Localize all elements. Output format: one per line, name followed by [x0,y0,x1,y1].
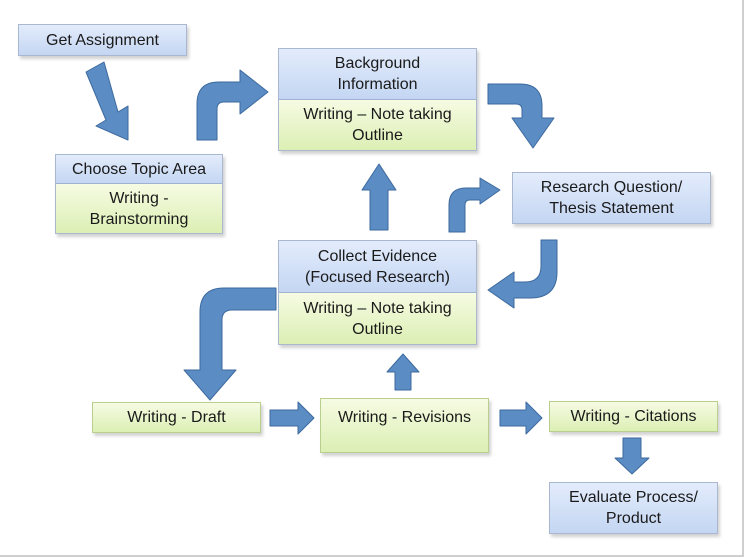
node-title: Evaluate Process/ Product [550,483,717,533]
node-title: Choose Topic Area [56,155,222,183]
node-subtitle: Writing - Brainstorming [56,183,222,233]
node-get-assignment: Get Assignment [18,24,187,56]
arrow-evidence-to-question [448,177,501,233]
node-writing-draft: Writing - Draft [92,402,261,433]
node-subtitle: Writing – Note taking Outline [279,99,476,150]
node-research-question: Research Question/ Thesis Statement [512,172,711,224]
arrow-background-to-question [487,83,555,149]
node-title: Research Question/ Thesis Statement [513,173,710,223]
node-title: Get Assignment [19,25,186,55]
arrow-evidence-to-draft [183,287,277,401]
node-background-information: Background Information Writing – Note ta… [278,48,477,151]
arrow-topic-to-background [196,69,269,141]
node-writing-citations: Writing - Citations [549,401,718,432]
node-collect-evidence: Collect Evidence (Focused Research) Writ… [278,240,477,345]
arrow-assignment-to-topic [85,61,129,141]
node-title: Writing - Citations [550,402,717,431]
node-title: Writing - Draft [93,403,260,432]
node-subtitle: Writing – Note taking Outline [279,292,476,344]
node-evaluate: Evaluate Process/ Product [549,482,718,534]
node-title: Collect Evidence (Focused Research) [279,241,476,292]
arrow-evidence-to-background [361,163,397,231]
arrow-revisions-to-evidence [386,353,420,391]
node-choose-topic: Choose Topic Area Writing - Brainstormin… [55,154,223,234]
arrow-revisions-to-citations [499,401,543,435]
node-title: Background Information [279,49,476,99]
node-writing-revisions: Writing - Revisions [320,398,489,453]
node-title: Writing - Revisions [321,399,488,452]
arrow-citations-to-evaluate [614,437,650,475]
arrow-question-to-evidence [487,239,558,309]
arrow-draft-to-revisions [269,401,315,435]
